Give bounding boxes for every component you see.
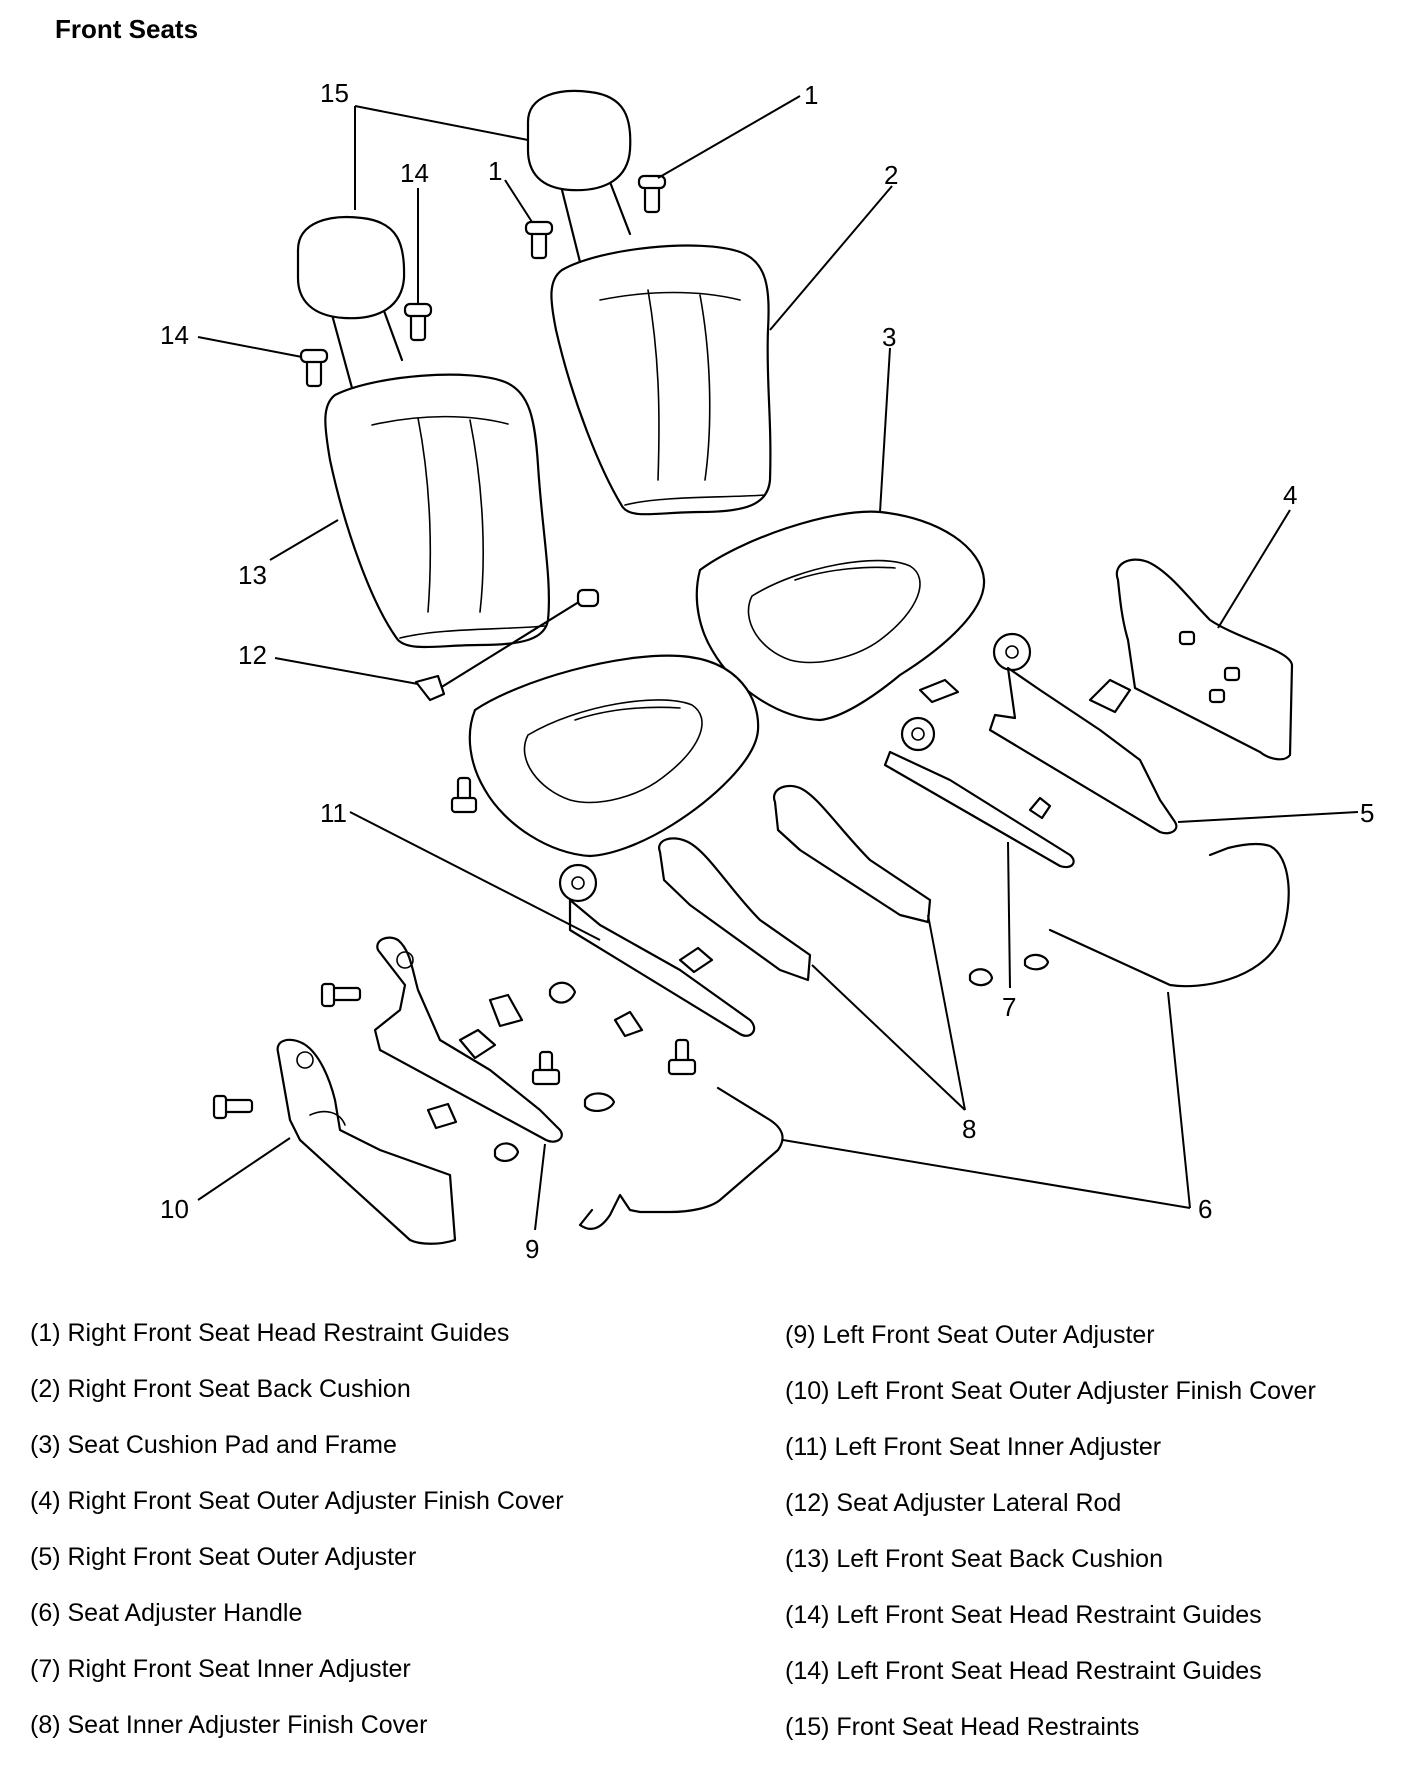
right-head-restraint [526,89,632,264]
callout-14-right: 14 [400,158,429,188]
callout-12: 12 [238,640,267,670]
left-front-seat-outer-adjuster [373,936,563,1143]
callout-10: 10 [160,1194,189,1224]
seat-adjuster-handle-right [1048,842,1290,988]
bolt-left-a [320,982,362,1008]
left-head-restraint [296,216,406,390]
legend-item: (4) Right Front Seat Outer Adjuster Fini… [30,1487,564,1515]
bolt-left-b [531,1050,561,1086]
callout-3: 3 [882,322,896,352]
callout-5: 5 [1360,798,1374,828]
right-front-seat-outer-adjuster-finish-cover [1115,558,1294,761]
bolt-left-cushion [450,776,478,814]
clip-left-c [613,1010,644,1038]
right-head-restraint-guide-b [637,174,667,214]
left-seat-inner-adjuster-finish-cover [658,837,812,982]
legend-item: (1) Right Front Seat Head Restraint Guid… [30,1319,510,1347]
parts-legend-left: (1) Right Front Seat Head Restraint Guid… [30,1318,564,1766]
callout-1-left: 1 [488,156,502,186]
legend-item: (12) Seat Adjuster Lateral Rod [785,1489,1122,1517]
legend-item: (5) Right Front Seat Outer Adjuster [30,1543,417,1571]
leader-lines [197,95,1359,1231]
clip-left-e [426,1102,458,1130]
legend-item: (14) Left Front Seat Head Restraint Guid… [785,1657,1262,1685]
clip-left-a [488,993,524,1028]
clip-left-b [548,981,577,1004]
legend-item: (11) Left Front Seat Inner Adjuster [785,1433,1162,1461]
legend-item: (7) Right Front Seat Inner Adjuster [30,1655,411,1683]
left-seat-back-cushion [324,373,551,649]
clip-left-f [493,1142,520,1162]
parts-legend-right: (9) Left Front Seat Outer Adjuster (10) … [785,1320,1316,1768]
clip-left-d [583,1092,616,1112]
right-seat-back-cushion [550,244,772,516]
callout-4: 4 [1283,480,1297,510]
legend-item: (13) Left Front Seat Back Cushion [785,1545,1163,1573]
callout-13: 13 [238,560,267,590]
left-front-seat-inner-adjuster [558,863,756,1037]
bolt-left-c [667,1038,697,1076]
legend-item: (8) Seat Inner Adjuster Finish Cover [30,1711,428,1739]
callout-2: 2 [884,160,898,190]
callout-9: 9 [525,1234,539,1264]
callout-14-left: 14 [160,320,189,350]
legend-item: (6) Seat Adjuster Handle [30,1599,303,1627]
legend-item: (15) Front Seat Head Restraints [785,1713,1140,1741]
callout-labels: 1 1 2 3 4 5 6 7 8 9 10 11 12 13 14 14 15 [160,78,1374,1264]
clip-near-finish-cover [968,953,1050,987]
diagram-title: Front Seats [55,14,199,44]
right-head-restraint-guide-a [524,220,554,260]
legend-item: (2) Right Front Seat Back Cushion [30,1375,411,1403]
callout-15: 15 [320,78,349,108]
callout-6: 6 [1198,1194,1212,1224]
seat-adjuster-handle-left [578,1086,784,1230]
seat-adjuster-lateral-rod [414,588,600,702]
left-head-restraint-guide-a [299,348,329,388]
right-seat-cushion-pad-and-frame [695,510,986,722]
legend-item: (10) Left Front Seat Outer Adjuster Fini… [785,1377,1316,1405]
callout-7: 7 [1002,992,1016,1022]
right-front-seat-outer-adjuster [988,632,1178,835]
legend-item: (14) Left Front Seat Head Restraint Guid… [785,1601,1262,1629]
right-front-seat-inner-adjuster [883,716,1075,869]
exploded-parts-diagram: 1 1 2 3 4 5 6 7 8 9 10 11 12 13 14 14 15 [160,78,1374,1264]
callout-1-right: 1 [804,80,818,110]
right-seat-inner-adjuster-finish-cover [772,784,932,924]
callout-11: 11 [320,798,347,828]
left-head-restraint-guide-b [403,302,433,342]
right-outer-adjuster-clip [918,678,960,704]
callout-8: 8 [962,1114,976,1144]
bolt-left-d [212,1094,254,1120]
left-seat-cushion-pad-and-frame [468,654,760,858]
left-front-seat-outer-adjuster-finish-cover [276,1038,457,1245]
legend-item: (9) Left Front Seat Outer Adjuster [785,1321,1155,1349]
legend-item: (3) Seat Cushion Pad and Frame [30,1431,397,1459]
